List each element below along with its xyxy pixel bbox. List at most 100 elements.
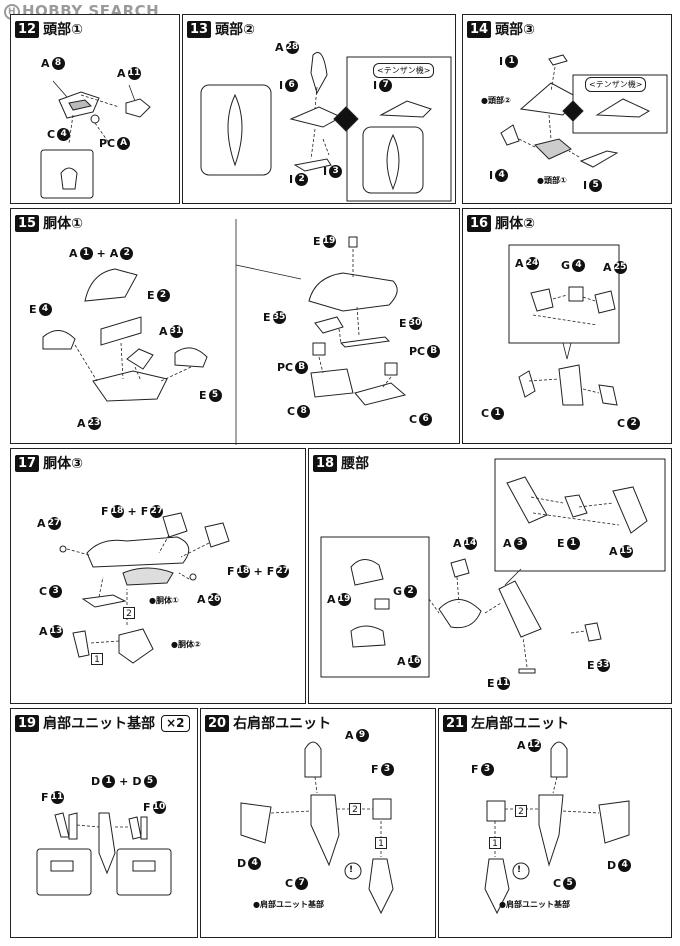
part-i7 [379, 100, 432, 118]
torso-base-a23 [92, 370, 168, 402]
step-order-marker: 2 [123, 607, 135, 619]
step-title: 左肩部ユニット [471, 716, 570, 732]
step-order-marker: 2 [515, 805, 527, 817]
part-a25 [594, 290, 616, 314]
part-e4 [42, 330, 76, 350]
shoulder-unit-assembly [538, 794, 564, 867]
waist-assembly [438, 599, 482, 629]
part-e30 [339, 336, 391, 348]
part-a27 [59, 545, 67, 553]
step-number: 13 [187, 20, 212, 38]
shoulder-base [484, 858, 510, 915]
part-i1 [548, 54, 568, 66]
variant-note: <テンザン機> [585, 77, 647, 92]
polycap-b [384, 362, 398, 376]
assembly-diagram [42, 219, 407, 445]
caution-mark: ! [517, 865, 522, 875]
variant-note: <テンザン機> [373, 63, 435, 78]
assembly-reference: ●胴体② [171, 640, 201, 649]
part-i4 [500, 124, 520, 146]
step-number: 12 [15, 20, 40, 38]
torso-lower-assembly [118, 628, 154, 664]
step-number: 19 [15, 714, 40, 732]
chest-front-a1-a2 [84, 268, 138, 302]
step-order-marker: 1 [375, 837, 387, 849]
step-number: 21 [443, 714, 468, 732]
assembly-diagram [40, 80, 151, 199]
step-number: 17 [15, 454, 40, 472]
assembly-reference: ●肩部ユニット基部 [499, 900, 570, 909]
quantity-badge: ×2 [161, 714, 190, 732]
part-a31 [126, 348, 154, 370]
step-number: 16 [467, 214, 492, 232]
step-title: 頭部① [43, 22, 83, 38]
part-a16 [350, 625, 386, 648]
step-number: 14 [467, 20, 492, 38]
part-f3 [372, 798, 392, 820]
step-title: 頭部② [215, 22, 255, 38]
torso-upper-assembly [86, 536, 190, 568]
part-e5 [174, 347, 208, 368]
part-c1 [518, 370, 536, 398]
part-e11 [518, 668, 536, 674]
step-title: 右肩部ユニット [233, 716, 332, 732]
part-f11 [54, 812, 78, 840]
arrow-marker-icon [333, 106, 359, 132]
step-title: 肩部ユニット基部 [43, 716, 156, 732]
step-number: 18 [313, 454, 338, 472]
part-a3 [506, 476, 548, 524]
part-e19 [348, 236, 358, 248]
step-title: 胴体① [43, 216, 83, 232]
caution-mark: ! [349, 865, 354, 875]
head-part-a11 [125, 98, 151, 118]
step-title: 胴体③ [43, 456, 83, 472]
part-a24 [530, 288, 554, 312]
assembly-reference: ●胴体① [149, 596, 179, 605]
step-title: 腰部 [341, 456, 370, 472]
assembly-reference: ●頭部① [537, 176, 567, 185]
polycap-a [90, 114, 100, 124]
part-i2 [293, 158, 332, 172]
arrow-marker-icon [562, 100, 584, 122]
